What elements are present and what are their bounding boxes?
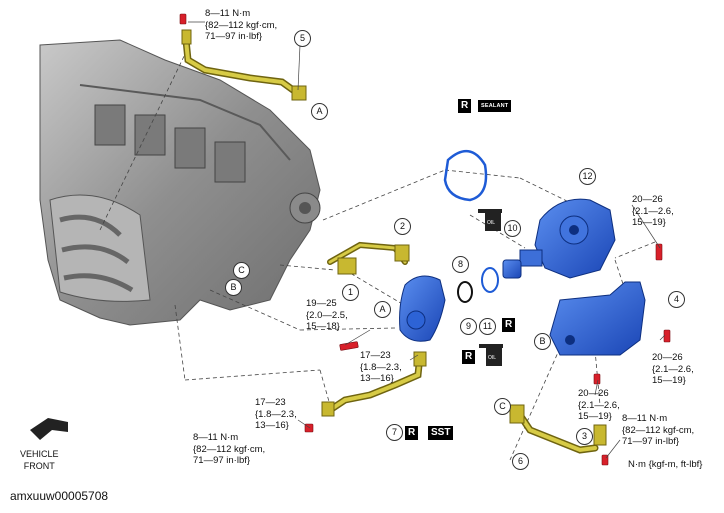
ref-letter-a: A [374, 301, 391, 318]
part-5-hose [181, 29, 307, 101]
torque-spec: 8—11 N·m {82—112 kgf-cm, 71—97 in-lbf} [622, 413, 695, 447]
units-note: N·m {kgf-m, ft-lbf} [628, 459, 703, 470]
oil-icon [479, 344, 503, 366]
sealant-badge: SEALANT [478, 100, 512, 112]
ref-letter-c: C [494, 398, 511, 415]
bolt [593, 373, 601, 385]
oil-label: OIL [487, 220, 496, 226]
engine-cylinder-head [39, 39, 321, 326]
part-4-bracket [549, 281, 646, 356]
gasket [443, 150, 488, 202]
torque-spec: 20—26 {2.1—2.6, 15—19} [578, 388, 620, 422]
torque-spec: 20—26 {2.1—2.6, 15—19} [632, 194, 674, 228]
replace-badge: R [462, 350, 476, 364]
vehicle-front-label: VEHICLE FRONT [20, 449, 59, 471]
callout-4: 4 [668, 291, 685, 308]
part-9-o-ring [457, 281, 473, 303]
callout-1: 1 [342, 284, 359, 301]
torque-spec: 20—26 {2.1—2.6, 15—19} [652, 352, 694, 386]
replace-badge: R [502, 318, 516, 332]
image-id: amxuuw00005708 [10, 489, 109, 503]
ref-letter-c: C [233, 262, 250, 279]
assembly-lines [99, 47, 656, 461]
ref-letter-b: B [534, 333, 551, 350]
replace-badge: R [405, 426, 419, 440]
callout-8: 8 [452, 256, 469, 273]
callout-7: 7 [386, 424, 403, 441]
torque-spec: 17—23 {1.8—2.3, 13—16} [360, 350, 402, 384]
callout-5: 5 [294, 30, 311, 47]
torque-spec: 19—25 {2.0—2.5, 15—18} [306, 298, 348, 332]
bolt [179, 13, 187, 25]
callout-2: 2 [394, 218, 411, 235]
leader-lines [188, 21, 666, 459]
part-1-connector [337, 257, 357, 275]
torque-spec: 8—11 N·m {82—112 kgf·cm, 71—97 in·lbf} [193, 432, 266, 466]
part-8-housing [399, 275, 446, 342]
part-10-fitting [502, 259, 522, 279]
oil-icon [478, 209, 502, 231]
bolt [663, 329, 671, 343]
vehicle-front-arrow-icon [30, 418, 68, 440]
callout-12: 12 [579, 168, 596, 185]
callout-11: 11 [479, 318, 496, 335]
callout-6: 6 [512, 453, 529, 470]
replace-badge: R [458, 99, 472, 113]
ref-letter-b: B [225, 279, 242, 296]
part-3-hose [509, 404, 607, 454]
bolts [179, 13, 671, 466]
oil-label: OIL [488, 355, 497, 361]
torque-spec: 17—23 {1.8—2.3, 13—16} [255, 397, 297, 431]
callout-10: 10 [504, 220, 521, 237]
part-2-pipe [327, 241, 410, 265]
callout-3: 3 [576, 428, 593, 445]
torque-spec: 8—11 N·m {82—112 kgf·cm, 71—97 in·lbf} [205, 8, 278, 42]
bolt [655, 243, 663, 261]
callout-9: 9 [460, 318, 477, 335]
sst-badge: SST [428, 426, 454, 440]
ref-letter-a: A [311, 103, 328, 120]
part-12-water-pump [519, 198, 616, 279]
part-11-o-ring [481, 267, 499, 293]
